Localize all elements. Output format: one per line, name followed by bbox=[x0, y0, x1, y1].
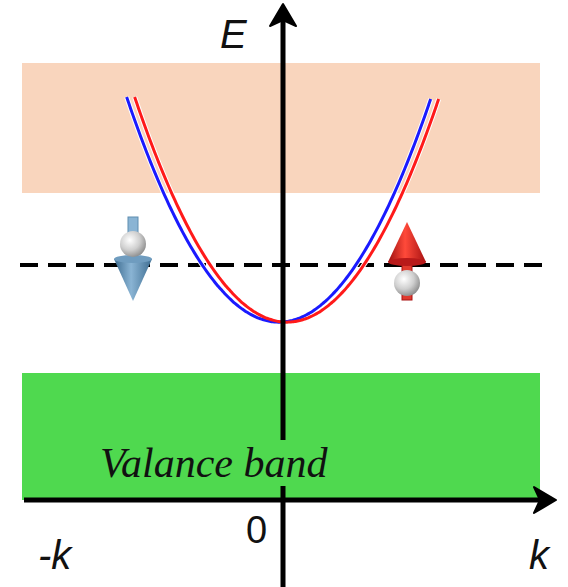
curve-halo bbox=[127, 97, 431, 322]
spin-down-electron bbox=[114, 217, 152, 301]
axis-label: -k bbox=[38, 533, 71, 577]
axes bbox=[24, 4, 556, 587]
dispersion-curve bbox=[135, 97, 439, 322]
origin-label: 0 bbox=[246, 510, 267, 552]
axis-label: E bbox=[220, 12, 247, 56]
axis-label: k bbox=[529, 533, 549, 577]
dispersion-curve bbox=[127, 97, 431, 322]
band-label: Valance band bbox=[98, 440, 329, 486]
band-region: Valance band bbox=[22, 373, 540, 500]
curve-halo bbox=[135, 97, 439, 322]
spin-up-electron bbox=[388, 222, 426, 300]
